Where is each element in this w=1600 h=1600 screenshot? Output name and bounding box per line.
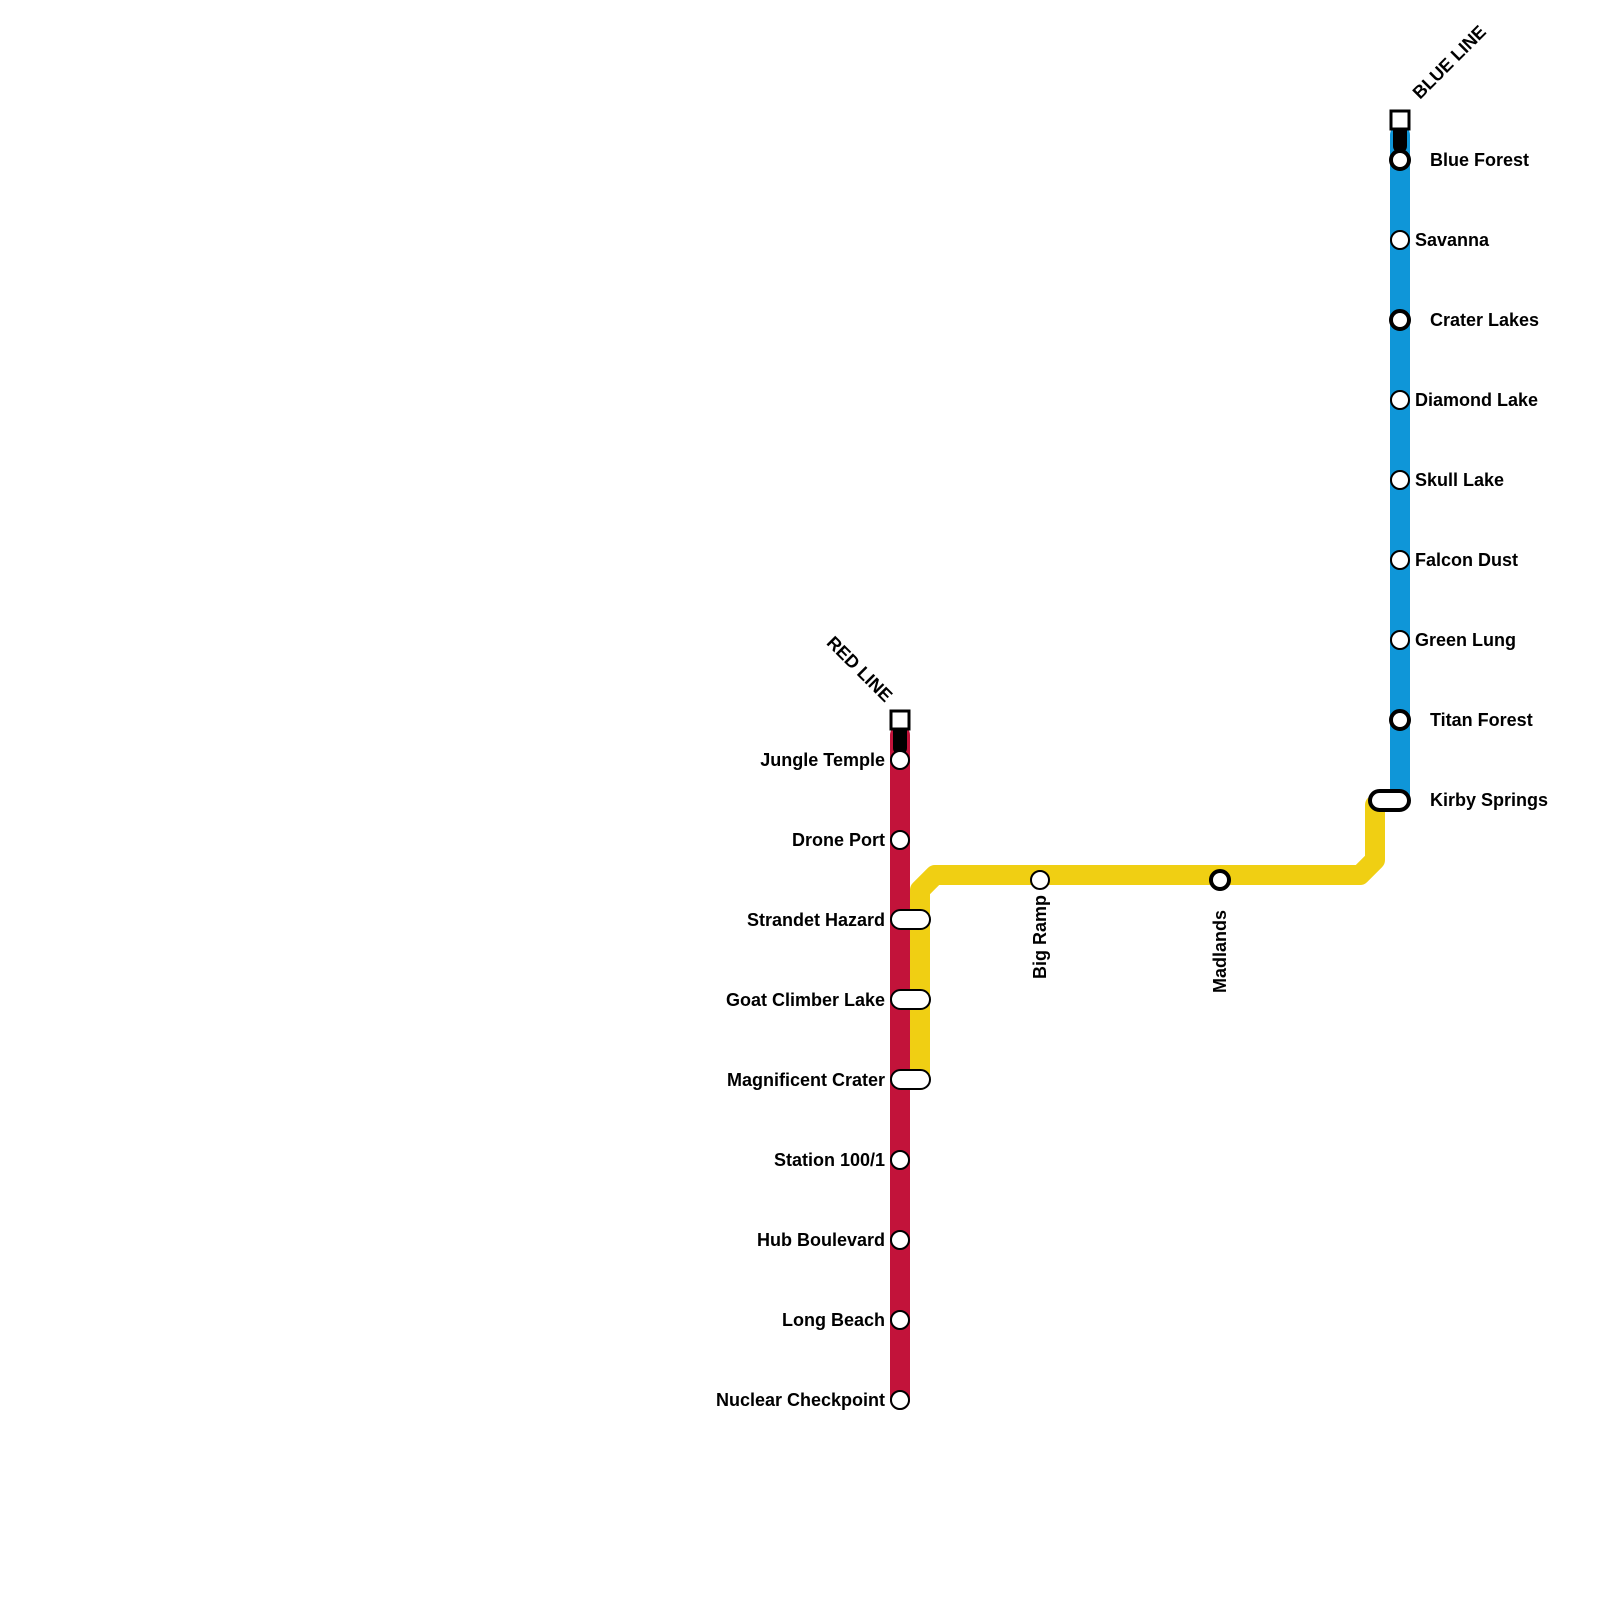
red-line-name: RED LINE	[823, 632, 897, 706]
station-marker[interactable]	[890, 1150, 910, 1170]
station-marker[interactable]	[1389, 309, 1411, 331]
station-label-nuclear-checkpoint: Nuclear Checkpoint	[716, 1390, 885, 1410]
yellow-line-stations: Big Ramp Madlands	[1030, 869, 1231, 993]
station-label-titan-forest: Titan Forest	[1430, 710, 1533, 730]
yellow-line-route	[910, 795, 1385, 1090]
station-label-savanna: Savanna	[1415, 230, 1490, 250]
station-label-goat-climber-lake: Goat Climber Lake	[726, 990, 885, 1010]
station-marker[interactable]	[1389, 149, 1411, 171]
station-label-skull-lake: Skull Lake	[1415, 470, 1504, 490]
interchange-marker[interactable]	[890, 989, 931, 1010]
station-marker[interactable]	[1209, 869, 1231, 891]
station-label-crater-lakes: Crater Lakes	[1430, 310, 1539, 330]
station-marker[interactable]	[1390, 630, 1410, 650]
station-label-madlands: Madlands	[1210, 910, 1230, 993]
interchange-marker[interactable]	[890, 1069, 931, 1090]
station-marker[interactable]	[1390, 390, 1410, 410]
station-marker[interactable]	[1389, 709, 1411, 731]
blue-line-terminus-icon	[1389, 109, 1411, 153]
station-marker[interactable]	[890, 1390, 910, 1410]
station-marker[interactable]	[890, 1310, 910, 1330]
interchange-marker[interactable]	[890, 909, 931, 930]
station-marker[interactable]	[1390, 230, 1410, 250]
station-label-strandet-hazard: Strandet Hazard	[747, 910, 885, 930]
station-label-station-100-1: Station 100/1	[774, 1150, 885, 1170]
red-line-terminus-icon	[889, 709, 911, 755]
station-label-drone-port: Drone Port	[792, 830, 885, 850]
station-label-big-ramp: Big Ramp	[1030, 895, 1050, 979]
station-marker[interactable]	[890, 830, 910, 850]
station-marker[interactable]	[890, 750, 910, 770]
station-label-jungle-temple: Jungle Temple	[760, 750, 885, 770]
blue-line-name: BLUE LINE	[1409, 22, 1490, 103]
station-marker[interactable]	[890, 1230, 910, 1250]
interchange-marker[interactable]	[1368, 789, 1411, 812]
station-label-diamond-lake: Diamond Lake	[1415, 390, 1538, 410]
station-marker[interactable]	[1390, 470, 1410, 490]
station-label-magnificent-crater: Magnificent Crater	[727, 1070, 885, 1090]
blue-line-stations: Blue Forest Savanna Crater Lakes Diamond…	[1368, 149, 1548, 812]
station-label-kirby-springs: Kirby Springs	[1430, 790, 1548, 810]
station-label-hub-boulevard: Hub Boulevard	[757, 1230, 885, 1250]
station-label-falcon-dust: Falcon Dust	[1415, 550, 1518, 570]
station-marker[interactable]	[1390, 550, 1410, 570]
station-label-green-lung: Green Lung	[1415, 630, 1516, 650]
station-label-blue-forest: Blue Forest	[1430, 150, 1529, 170]
red-line-stations: Jungle Temple Drone Port Strandet Hazard…	[716, 750, 931, 1410]
station-marker[interactable]	[1030, 870, 1050, 890]
station-label-long-beach: Long Beach	[782, 1310, 885, 1330]
